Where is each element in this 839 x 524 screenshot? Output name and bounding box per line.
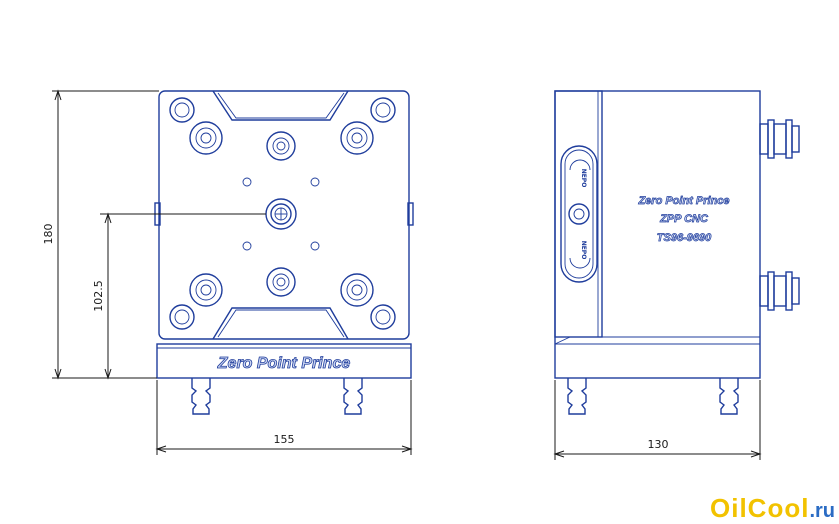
right-tab	[407, 202, 414, 226]
front-foot-right	[343, 378, 363, 415]
watermark-suffix: .ru	[809, 500, 835, 522]
central-clamp-pin	[265, 198, 297, 230]
counterbore-top-center	[266, 131, 296, 161]
front-view: Zero Point Prince 180 102.5	[42, 89, 414, 455]
dim-width-side-label: 130	[648, 438, 669, 451]
dim-height-label: 180	[42, 224, 55, 245]
pin-hole	[310, 241, 320, 251]
dim-width-front-label: 155	[274, 433, 295, 446]
counterbore-top-left	[189, 121, 223, 155]
corner-bolt-top-left	[169, 97, 195, 123]
side-label-line2: ZPP CNC	[659, 213, 709, 225]
front-body	[158, 90, 410, 340]
air-coupling-bottom	[759, 271, 800, 311]
side-view: NEPO NEPO Zero Point Prince ZPP CNC TS96…	[553, 90, 800, 460]
counterbore-bottom-left	[189, 273, 223, 307]
side-label-line3: TS96-9690	[657, 232, 712, 244]
pin-hole	[242, 241, 252, 251]
dimension-width-front: 155	[155, 380, 413, 455]
counterbore-top-right	[340, 121, 374, 155]
dimension-height: 180	[42, 89, 159, 380]
side-label-line1: Zero Point Prince	[637, 195, 729, 207]
side-front-plate	[554, 90, 603, 338]
watermark-logo: OilCool.ru	[710, 493, 835, 523]
side-foot-left	[567, 378, 587, 415]
corner-bolt-top-right	[370, 97, 396, 123]
side-foot-right	[719, 378, 739, 415]
knob-label-bottom: NEPO	[580, 241, 587, 260]
pin-hole	[310, 177, 320, 187]
base-strip	[156, 343, 412, 379]
front-engraving: Zero Point Prince	[217, 355, 351, 372]
dim-center-height-label: 102.5	[92, 280, 105, 312]
dimension-center-height: 102.5	[92, 212, 266, 380]
corner-bolt-bottom-right	[370, 304, 396, 330]
front-foot-left	[191, 378, 211, 415]
knob-center	[568, 203, 590, 225]
watermark-main: OilCool	[710, 493, 810, 523]
top-recess	[212, 90, 349, 121]
knob-slot: NEPO NEPO	[560, 145, 598, 283]
dimension-width-side: 130	[553, 380, 762, 460]
knob-label-top: NEPO	[580, 169, 587, 188]
corner-bolt-bottom-left	[169, 304, 195, 330]
bottom-recess	[212, 307, 349, 340]
counterbore-bottom-center	[266, 267, 296, 297]
pin-hole	[242, 177, 252, 187]
air-coupling-top	[759, 119, 800, 159]
counterbore-bottom-right	[340, 273, 374, 307]
